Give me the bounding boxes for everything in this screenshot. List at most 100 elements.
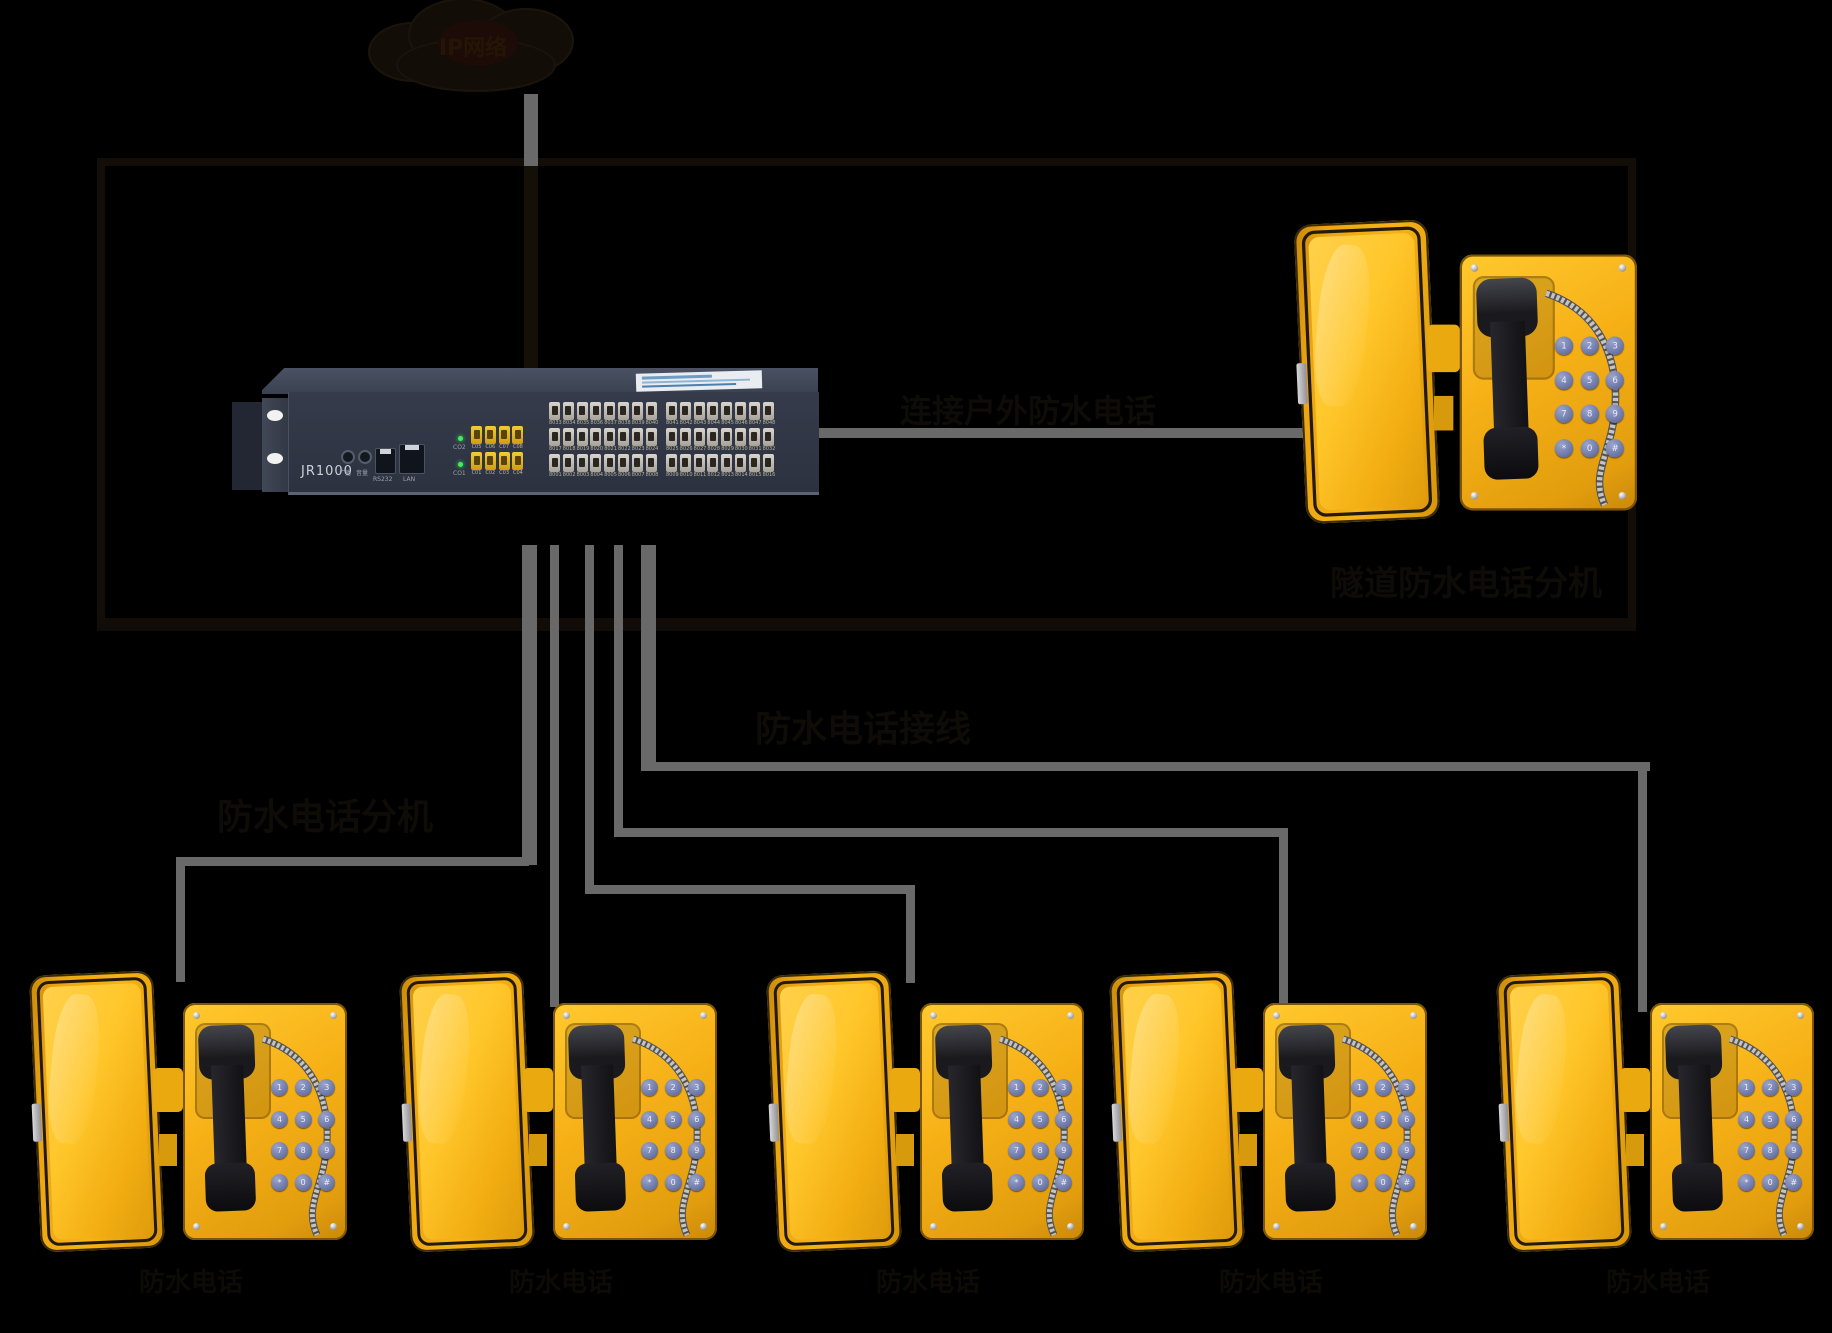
keypad-key: 0 xyxy=(294,1173,312,1191)
port-number-label: 8009 xyxy=(666,472,679,478)
port-contacts xyxy=(404,445,420,450)
extension-port xyxy=(645,454,657,472)
door-latch xyxy=(1111,1103,1123,1142)
port-number-label: C03 xyxy=(499,470,510,476)
extension-port xyxy=(645,402,657,420)
extension-port xyxy=(617,402,629,420)
keypad-key: 2 xyxy=(1580,336,1599,355)
volume-jack-label: 音量 xyxy=(356,470,369,477)
port-number-label: 8037 xyxy=(604,420,617,426)
co-line-port xyxy=(484,452,496,470)
phone-door-open xyxy=(1109,970,1245,1253)
port-number-label: C04 xyxy=(512,470,523,476)
junction-label: 防水电话接线 xyxy=(755,709,972,750)
port-number-label: 8038 xyxy=(617,420,631,426)
port-number-label: C05 xyxy=(471,444,482,450)
port-number-label: 8006 xyxy=(617,472,631,478)
port-number-label: 8044 xyxy=(707,420,721,426)
keypad-key: 0 xyxy=(1031,1173,1049,1191)
keypad-key: 5 xyxy=(1031,1110,1049,1128)
extension-port xyxy=(631,428,643,446)
co-line-port xyxy=(512,452,524,470)
cable-drop-1b xyxy=(176,857,185,982)
keypad-key: * xyxy=(1351,1173,1368,1191)
rack-ear-left xyxy=(262,398,288,492)
keypad-key: 7 xyxy=(641,1142,658,1159)
extension-port xyxy=(617,428,629,446)
network-cloud: IP网络 xyxy=(368,0,578,98)
keypad-key: # xyxy=(1398,1173,1416,1191)
corner-screw xyxy=(700,1223,707,1230)
cable-drop-2 xyxy=(550,545,559,1007)
extension-port xyxy=(562,454,574,472)
port-number-label: C02 xyxy=(485,470,496,476)
keypad-key: 9 xyxy=(318,1142,336,1159)
co-line-port xyxy=(484,426,496,444)
corner-screw xyxy=(1470,492,1479,500)
extension-port xyxy=(679,454,691,472)
extension-port xyxy=(666,454,677,472)
port-number-label: 8002 xyxy=(562,472,576,478)
keypad-key: 8 xyxy=(1374,1142,1392,1159)
keypad-key: 4 xyxy=(271,1110,288,1128)
left-group-label: 防水电话分机 xyxy=(217,797,434,838)
keypad-key: * xyxy=(271,1173,288,1191)
extension-port xyxy=(734,402,746,420)
port-number-label: 8034 xyxy=(562,420,576,426)
keypad-key: 5 xyxy=(664,1110,682,1128)
door-hinge xyxy=(523,1068,553,1112)
extension-port xyxy=(590,402,602,420)
extension-port xyxy=(631,454,643,472)
door-latch xyxy=(401,1103,413,1142)
door-latch xyxy=(31,1103,43,1142)
phone-caption: 防水电话 xyxy=(138,1268,243,1298)
rs232-port xyxy=(375,448,396,474)
extension-port xyxy=(645,428,657,446)
port-number-label: 8010 xyxy=(679,472,693,478)
extension-port xyxy=(679,402,691,420)
keypad-key: 5 xyxy=(1374,1110,1392,1128)
keypad-key: * xyxy=(1008,1173,1025,1191)
co-line-port xyxy=(498,426,510,444)
extension-port xyxy=(762,428,774,446)
extension-port xyxy=(576,402,588,420)
keypad-key: 3 xyxy=(1055,1079,1073,1096)
door-hinge xyxy=(1620,1068,1650,1112)
keypad-key: # xyxy=(1785,1173,1803,1191)
port-number-label: C01 xyxy=(471,470,482,476)
extension-port xyxy=(666,402,677,420)
cable-run-5 xyxy=(641,762,1650,771)
corner-screw xyxy=(563,1223,570,1230)
keypad-key: 4 xyxy=(1738,1110,1755,1128)
cable-run-4 xyxy=(614,828,1288,837)
corner-screw xyxy=(1410,1012,1417,1019)
phone-caption: 防水电话 xyxy=(1218,1268,1323,1298)
port-contacts xyxy=(379,449,392,454)
extension-port xyxy=(604,428,616,446)
cable-to-top-right-phone xyxy=(816,428,1304,438)
keypad-key: # xyxy=(1055,1173,1073,1191)
port-number-label: 8023 xyxy=(631,446,645,452)
extension-port xyxy=(693,428,705,446)
cable-run-1 xyxy=(176,857,529,866)
keypad-key: 8 xyxy=(294,1142,312,1159)
port-number-label: 8032 xyxy=(762,446,776,452)
phone-door-open xyxy=(766,970,902,1253)
corner-screw xyxy=(1470,264,1479,272)
lan-port xyxy=(399,444,425,474)
cloud-core xyxy=(438,20,518,66)
keypad-key: 2 xyxy=(294,1079,312,1096)
keypad-key: 9 xyxy=(688,1142,706,1159)
cable-drop-3 xyxy=(585,545,594,894)
door-latch xyxy=(1296,362,1308,405)
corner-screw xyxy=(1067,1223,1074,1230)
extension-port xyxy=(748,428,760,446)
extension-port xyxy=(707,454,719,472)
door-latch xyxy=(1498,1103,1510,1142)
